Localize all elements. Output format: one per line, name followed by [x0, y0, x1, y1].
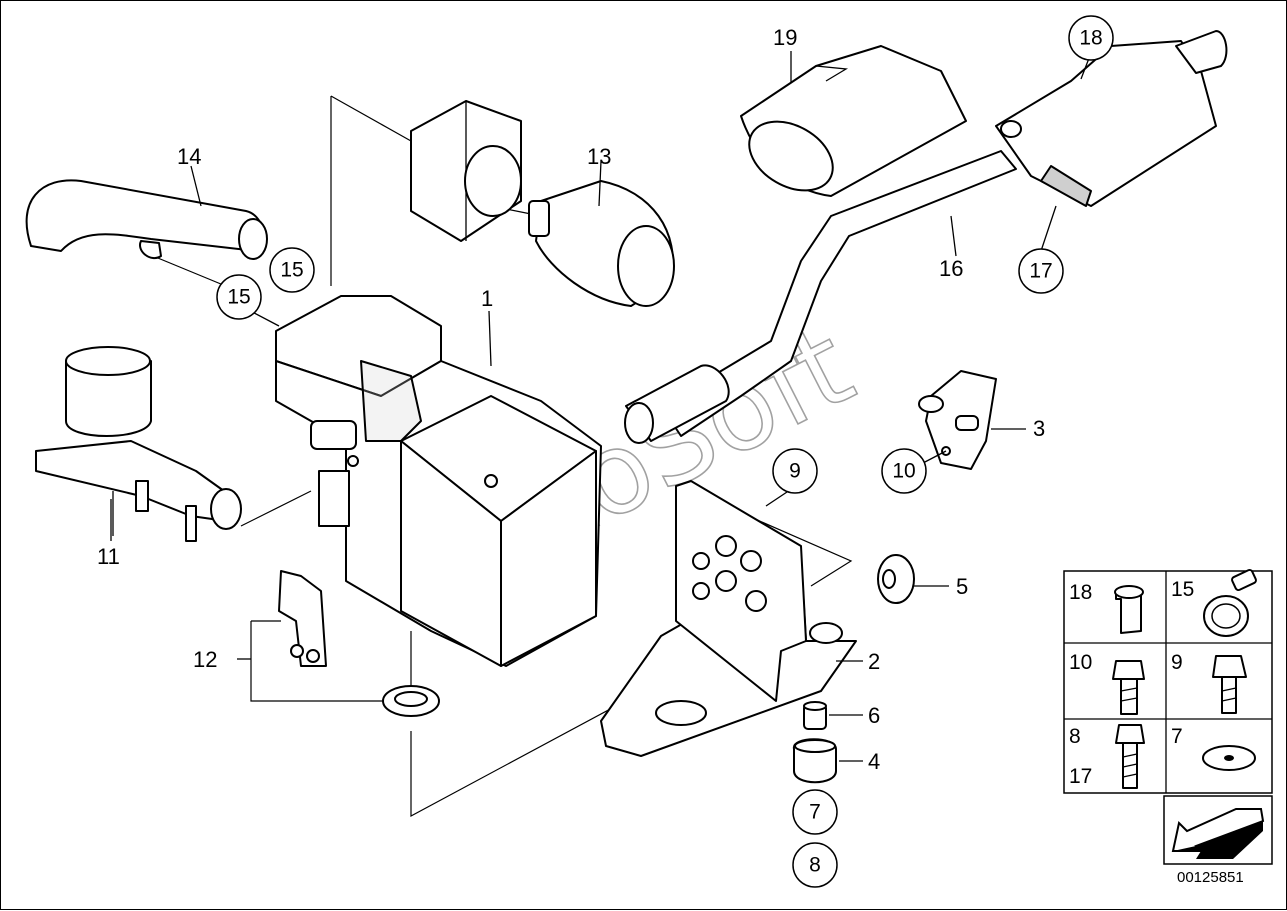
heater-unit-1	[275, 295, 602, 667]
rubber-mount-4	[793, 738, 837, 784]
muffler-17	[995, 30, 1228, 207]
legend-label-8: 8	[1069, 725, 1081, 748]
spacer-6	[803, 701, 827, 730]
svg-text:7: 7	[809, 801, 821, 824]
label-3: 3	[1033, 416, 1045, 441]
label-6: 6	[868, 703, 880, 728]
legend-label-9: 9	[1171, 651, 1183, 674]
label-14: 14	[177, 144, 201, 169]
label-2: 2	[868, 649, 880, 674]
legend-label-17: 17	[1069, 765, 1092, 788]
exhaust-tip-19	[740, 45, 967, 197]
hex-bolt-icon	[1212, 655, 1247, 714]
svg-text:17: 17	[1029, 260, 1052, 283]
circulation-pump-11	[35, 346, 242, 542]
hardware-legend: 18 15 10 9 8 17	[1063, 568, 1273, 865]
coolant-hose-14	[25, 179, 268, 260]
legend-label-10: 10	[1069, 651, 1092, 674]
label-12: 12	[193, 647, 217, 672]
hex-collar-screw-icon	[1112, 660, 1145, 715]
hose-clamp-icon	[1203, 568, 1257, 637]
circled-labels: 15 15 18 17 10 9 7 8	[216, 15, 1114, 888]
legend-label-18: 18	[1069, 581, 1092, 604]
bracket-12	[278, 570, 327, 667]
callout-18: 18	[1068, 15, 1114, 61]
washer-icon	[1202, 745, 1256, 771]
exhaust-bracket-3	[918, 370, 997, 470]
sleeve-nut-icon	[1114, 585, 1144, 634]
long-hex-bolt-icon	[1115, 724, 1145, 789]
callout-9: 9	[772, 448, 818, 494]
svg-text:10: 10	[892, 460, 915, 483]
part-number-labels: 1 2 3 4 5 6 11 12 13 14 16 19	[97, 25, 1045, 774]
label-5: 5	[956, 574, 968, 599]
svg-text:15: 15	[280, 259, 303, 282]
exhaust-pipe-16	[624, 150, 1017, 444]
label-11: 11	[97, 544, 120, 569]
label-4: 4	[868, 749, 880, 774]
svg-text:9: 9	[789, 460, 801, 483]
label-19: 19	[773, 25, 797, 50]
grommet-5	[877, 554, 915, 604]
mounting-bracket-2	[600, 480, 857, 757]
svg-text:15: 15	[227, 286, 250, 309]
callout-8: 8	[792, 842, 838, 888]
svg-text:8: 8	[809, 854, 821, 877]
label-13: 13	[587, 144, 611, 169]
label-16: 16	[939, 256, 963, 281]
callout-17: 17	[1018, 248, 1064, 294]
direction-arrow-icon	[1163, 795, 1273, 865]
label-1: 1	[481, 286, 493, 311]
fuel-filter-13	[410, 100, 675, 307]
svg-text:18: 18	[1079, 27, 1102, 50]
callout-10: 10	[881, 448, 927, 494]
callout-7: 7	[792, 789, 838, 835]
callout-15-lower: 15	[216, 274, 262, 320]
legend-label-7: 7	[1171, 725, 1183, 748]
grommet	[382, 685, 440, 717]
legend-label-15: 15	[1171, 578, 1194, 601]
diagram-reference-number: 00125851	[1177, 869, 1244, 886]
callout-15-upper: 15	[269, 247, 315, 293]
